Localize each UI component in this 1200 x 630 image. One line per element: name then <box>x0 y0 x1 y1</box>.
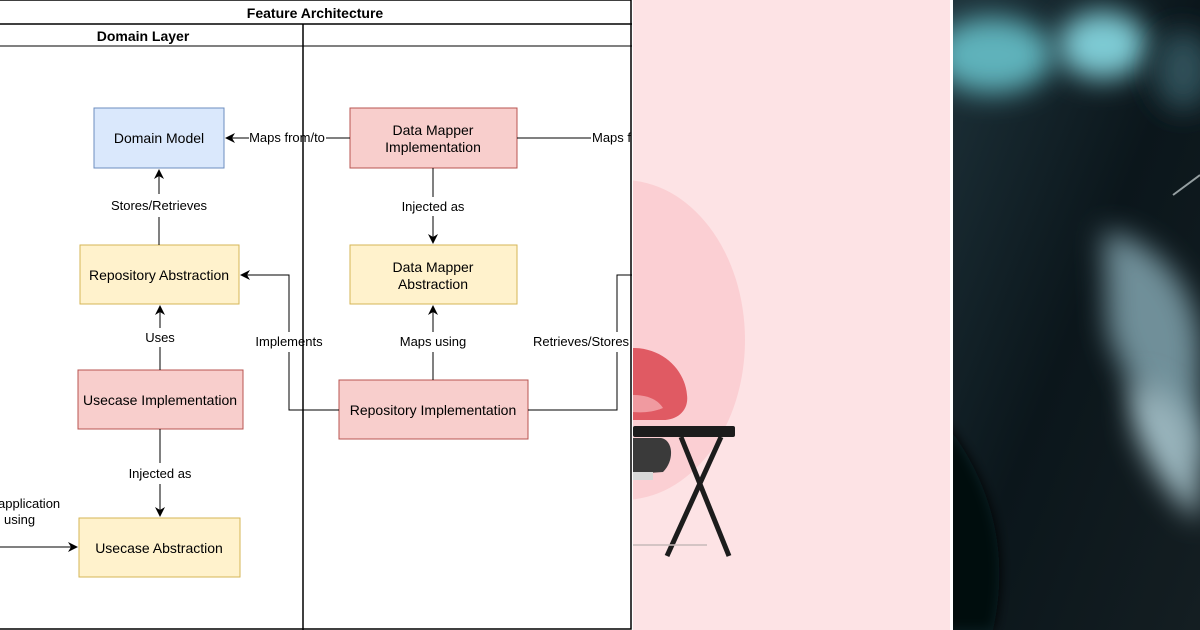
box-repository-implementation: Repository Implementation <box>338 379 529 440</box>
edge-maps-f: Maps f <box>517 130 631 145</box>
box-usecase-impl-label: Usecase Implementation <box>83 392 237 408</box>
chair-shadow <box>633 395 663 413</box>
photo-shadow <box>953 433 1000 630</box>
architecture-diagram: Feature Architecture Domain Layer Domain… <box>0 0 632 630</box>
edge-injected-as-bottom: Injected as <box>129 429 192 517</box>
panel-gap-2 <box>950 0 953 630</box>
box-domain-model-label: Domain Model <box>114 130 204 146</box>
lane-title-domain: Domain Layer <box>97 28 190 44</box>
edge-label-stores-retrieves: Stores/Retrieves <box>111 198 208 213</box>
box-usecase-abstraction-label: Usecase Abstraction <box>95 540 223 556</box>
edge-stores-retrieves: Stores/Retrieves <box>111 169 208 245</box>
desk-leg-right <box>678 436 732 557</box>
edge-label-application: application <box>0 496 60 511</box>
diagram-canvas: Feature Architecture Domain Layer Domain… <box>0 0 632 630</box>
box-repository-abstraction: Repository Abstraction <box>79 244 240 305</box>
box-repository-impl-label: Repository Implementation <box>350 402 517 418</box>
edge-implements: Implements <box>240 270 339 411</box>
photo-bokeh-right <box>1058 11 1148 79</box>
box-data-mapper-abstraction: Data Mapper Abstraction <box>349 244 518 305</box>
photo-edge-line <box>1172 174 1200 196</box>
chair-base <box>633 438 672 474</box>
diagram-title: Feature Architecture <box>247 5 384 21</box>
illustration-panel <box>633 0 950 630</box>
chair-foot <box>633 472 653 480</box>
desk-top <box>633 426 735 437</box>
edge-label-maps-f: Maps f <box>592 130 631 145</box>
box-data-mapper-impl-line2: Implementation <box>385 139 481 155</box>
box-data-mapper-impl-line1: Data Mapper <box>393 122 474 138</box>
box-data-mapper-abs-line2: Abstraction <box>398 276 468 292</box>
edge-label-uses: Uses <box>145 330 175 345</box>
edge-retrieves-stores: Retrieves/Stores <box>528 274 632 411</box>
edge-application: application using <box>0 496 78 552</box>
box-data-mapper-abs-line1: Data Mapper <box>393 259 474 275</box>
box-domain-model: Domain Model <box>93 107 225 169</box>
edge-label-retrieves-stores: Retrieves/Stores <box>533 334 630 349</box>
blurred-photo <box>953 0 1200 630</box>
box-data-mapper-implementation: Data Mapper Implementation <box>349 107 518 169</box>
box-usecase-abstraction: Usecase Abstraction <box>78 517 241 578</box>
edge-label-using: using <box>4 512 35 527</box>
photo-bokeh-left <box>953 17 1053 93</box>
edge-label-maps-using: Maps using <box>400 334 466 349</box>
photo-bokeh-edge <box>1153 30 1200 110</box>
photo-panel <box>953 0 1200 630</box>
edge-label-injected-as-bottom: Injected as <box>129 466 192 481</box>
edge-maps-from-to: Maps from/to <box>225 130 350 145</box>
edge-injected-as-top: Injected as <box>402 168 465 244</box>
diagram-frame <box>0 0 632 630</box>
desk-illustration <box>633 180 745 558</box>
edge-maps-using: Maps using <box>400 305 466 380</box>
box-usecase-implementation: Usecase Implementation <box>77 369 244 430</box>
edge-label-maps-from-to: Maps from/to <box>249 130 325 145</box>
edge-label-implements: Implements <box>255 334 323 349</box>
box-repository-abstraction-label: Repository Abstraction <box>89 267 229 283</box>
edge-label-injected-as-top: Injected as <box>402 199 465 214</box>
desk-leg-left <box>664 435 724 558</box>
photo-light-streak-2 <box>1133 380 1200 520</box>
edge-uses: Uses <box>145 305 175 370</box>
